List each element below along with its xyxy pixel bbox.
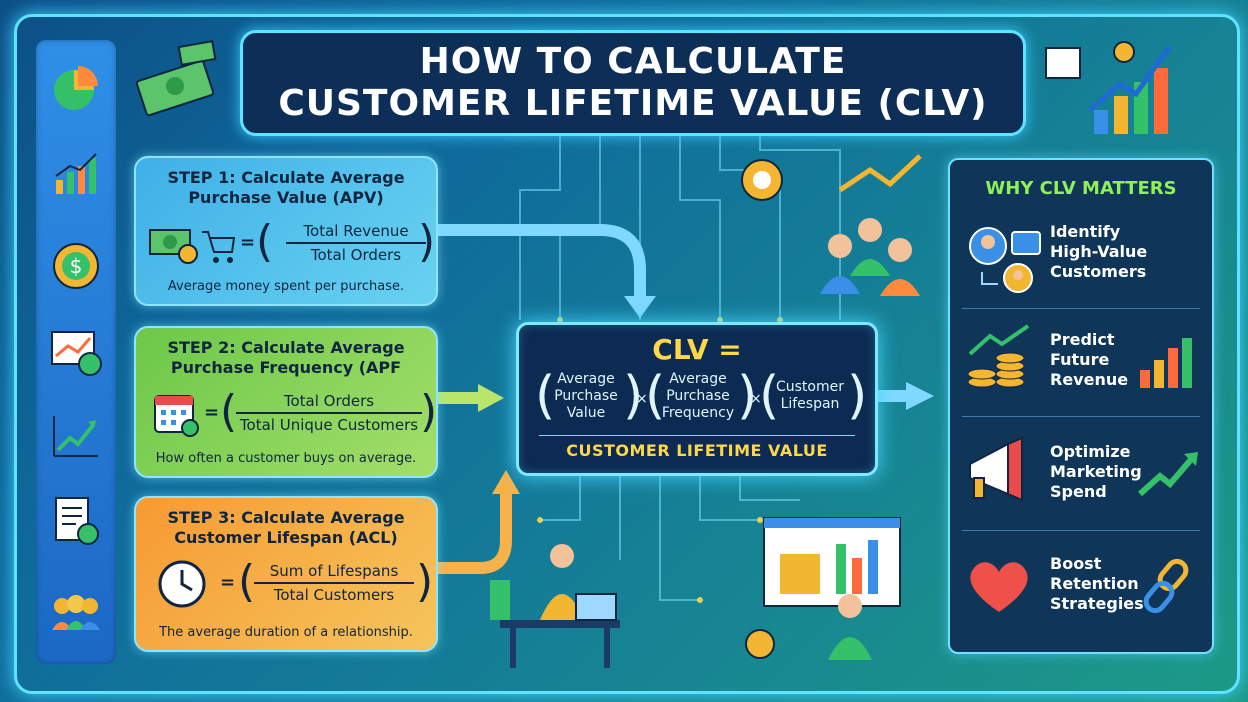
clv-term-apv: ( Average Purchase Value ) <box>535 366 644 426</box>
step-2-title-line-1: STEP 2: Calculate Average <box>167 338 405 357</box>
clv-terms: ( Average Purchase Value ) × ( Average P… <box>519 366 875 429</box>
step-1-numerator: Total Revenue <box>286 222 426 244</box>
step-2-title: STEP 2: Calculate Average Purchase Frequ… <box>136 338 436 378</box>
step-3-numerator: Sum of Lifespans <box>254 562 414 584</box>
step-3-fraction: Sum of Lifespans Total Customers <box>254 562 414 604</box>
step-1-equals: = <box>240 232 256 253</box>
step-3-title-line-1: STEP 3: Calculate Average <box>167 508 405 527</box>
why-item-label: Optimize Marketing Spend <box>1050 442 1142 501</box>
dollar-coin-icon: $ <box>53 243 99 289</box>
sidebar: $ <box>36 40 116 664</box>
step-3-denominator: Total Customers <box>273 586 395 604</box>
paren-left: ( <box>220 386 238 437</box>
step-2-denominator: Total Unique Customers <box>239 416 419 434</box>
why-item-label: Identify High-Value Customers <box>1050 222 1148 281</box>
clock-icon <box>158 560 206 608</box>
customer-profile-icon <box>969 227 1041 293</box>
paren-left: ( <box>238 556 256 607</box>
step-1-fraction: Total Revenue Total Orders <box>286 222 426 264</box>
times-sign: × <box>750 391 762 407</box>
why-clv-matters-panel: WHY CLV MATTERS Identify High-Value Cust… <box>948 158 1214 654</box>
coins-growth-icon <box>967 324 1030 388</box>
clv-divider <box>539 435 855 436</box>
title-banner: HOW TO CALCULATE CUSTOMER LIFETIME VALUE… <box>240 30 1026 136</box>
why-item-predict: Predict Future Revenue <box>950 324 1212 430</box>
outer-frame <box>14 14 1240 694</box>
why-divider <box>962 308 1200 309</box>
paren-right: ) <box>418 216 436 267</box>
chain-link-icon <box>1143 558 1189 614</box>
megaphone-icon <box>969 436 1023 502</box>
person-laptop-icon <box>490 544 620 668</box>
calendar-icon <box>154 395 199 437</box>
step-1-title-line-1: STEP 1: Calculate Average <box>167 168 405 187</box>
step-1-title: STEP 1: Calculate Average Purchase Value… <box>136 168 436 208</box>
why-divider <box>962 416 1200 417</box>
times-sign: × <box>636 391 648 407</box>
step-3-card: STEP 3: Calculate Average Customer Lifes… <box>134 496 438 652</box>
step-1-note: Average money spent per purchase. <box>167 279 405 294</box>
bar-chart-icon <box>1140 338 1192 388</box>
why-item-identify: Identify High-Value Customers <box>950 222 1212 322</box>
step-3-title-line-2: Customer Lifespan (ACL) <box>174 528 398 547</box>
why-item-label: Predict Future Revenue <box>1050 330 1129 389</box>
customer-group-icon <box>741 154 922 296</box>
why-item-boost: Boost Retention Strategies <box>950 554 1212 654</box>
clv-title: CLV = <box>652 333 742 366</box>
step-3-formula: = ( Sum of Lifespans Total Customers ) <box>136 558 436 608</box>
why-item-optimize: Optimize Marketing Spend <box>950 436 1212 542</box>
title-line-1: HOW TO CALCULATE <box>419 41 847 82</box>
growth-arrow-icon <box>1137 452 1198 497</box>
step-2-numerator: Total Orders <box>236 392 422 414</box>
clv-term-apf: ( Average Purchase Frequency ) <box>645 366 758 426</box>
clv-formula-box: CLV = ( Average Purchase Value ) × ( Ave… <box>516 322 878 476</box>
money-bills-icon <box>135 40 217 117</box>
step-1-title-line-2: Purchase Value (APV) <box>188 188 384 207</box>
pie-chart-icon <box>54 66 98 110</box>
step-2-formula: = ( Total Orders Total Unique Customers … <box>136 388 437 437</box>
money-cart-icon <box>149 229 236 264</box>
chart-money-icon <box>51 331 102 376</box>
growth-arrow-icon <box>53 416 98 457</box>
clv-term-acl: ( Customer Lifespan ) <box>759 366 868 426</box>
why-item-label: Boost Retention Strategies <box>1050 554 1144 613</box>
step-2-card: STEP 2: Calculate Average Purchase Frequ… <box>134 326 438 478</box>
svg-text:$: $ <box>70 254 83 278</box>
paren-right: ) <box>420 386 438 437</box>
why-divider <box>962 530 1200 531</box>
invoice-icon <box>55 497 99 545</box>
step-3-equals: = <box>220 572 236 593</box>
why-panel-title: WHY CLV MATTERS <box>985 178 1177 199</box>
paren-left: ( <box>256 216 274 267</box>
heart-icon <box>970 562 1028 612</box>
step-3-note: The average duration of a relationship. <box>159 625 413 640</box>
step-1-denominator: Total Orders <box>310 246 402 264</box>
step-1-card: STEP 1: Calculate Average Purchase Value… <box>134 156 438 306</box>
step-2-note: How often a customer buys on average. <box>155 451 417 466</box>
clv-subtitle: CUSTOMER LIFETIME VALUE <box>566 441 828 460</box>
bar-chart-icon <box>55 153 97 194</box>
title-line-2: CUSTOMER LIFETIME VALUE (CLV) <box>278 83 988 124</box>
step-3-title: STEP 3: Calculate Average Customer Lifes… <box>136 508 436 548</box>
step-2-equals: = <box>204 402 220 423</box>
step-2-fraction: Total Orders Total Unique Customers <box>236 392 422 434</box>
growth-chart-icon <box>1045 41 1173 134</box>
step-2-title-line-2: Purchase Frequency (APF <box>170 358 402 377</box>
step-1-formula: = ( Total Revenue Total Orders ) <box>136 218 436 266</box>
analytics-dashboard-icon <box>745 517 901 660</box>
paren-right: ) <box>416 556 434 607</box>
people-icon <box>52 595 100 630</box>
